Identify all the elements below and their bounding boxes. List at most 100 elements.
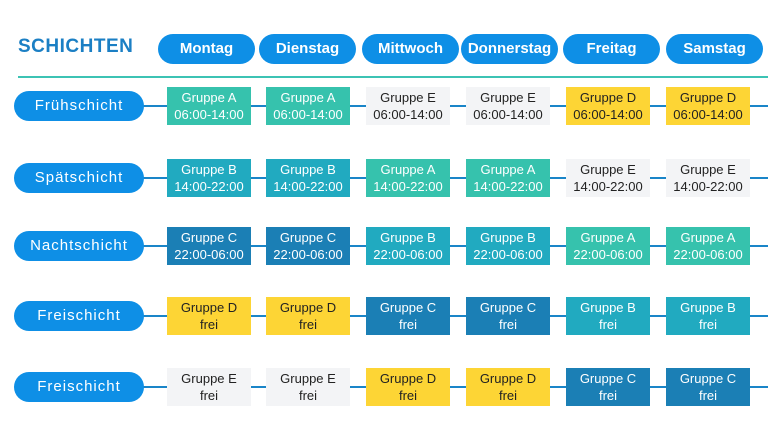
shift-cell: Gruppe B 14:00-22:00 xyxy=(266,159,350,197)
day-header-samstag: Samstag xyxy=(666,34,763,64)
day-header-montag: Montag xyxy=(158,34,255,64)
shift-time-label: 06:00-14:00 xyxy=(373,107,443,122)
shift-cell: Gruppe D frei xyxy=(466,368,550,406)
shift-cell: Gruppe E 14:00-22:00 xyxy=(666,159,750,197)
shift-cell: Gruppe B 14:00-22:00 xyxy=(167,159,251,197)
shift-group-label: Gruppe D xyxy=(479,371,537,386)
day-header-donnerstag: Donnerstag xyxy=(461,34,558,64)
shift-group-label: Gruppe B xyxy=(280,162,336,177)
shift-time-label: 14:00-22:00 xyxy=(573,179,643,194)
shift-cell: Gruppe E frei xyxy=(167,368,251,406)
shift-group-label: Gruppe E xyxy=(680,162,736,177)
shift-time-label: frei xyxy=(598,388,618,403)
row-label-4: Freischicht xyxy=(14,301,144,331)
shift-time-label: 22:00-06:00 xyxy=(174,247,244,262)
shift-time-label: 22:00-06:00 xyxy=(573,247,643,262)
shift-group-label: Gruppe E xyxy=(580,162,636,177)
shift-cell: Gruppe A 06:00-14:00 xyxy=(167,87,251,125)
shift-cell: Gruppe C 22:00-06:00 xyxy=(167,227,251,265)
shift-group-label: Gruppe D xyxy=(279,300,337,315)
shift-cell: Gruppe E 06:00-14:00 xyxy=(466,87,550,125)
shift-time-label: frei xyxy=(199,388,219,403)
shift-time-label: 06:00-14:00 xyxy=(473,107,543,122)
shift-cell: Gruppe B 22:00-06:00 xyxy=(466,227,550,265)
shift-group-label: Gruppe C xyxy=(279,230,337,245)
shift-time-label: frei xyxy=(398,317,418,332)
shift-group-label: Gruppe D xyxy=(579,90,637,105)
shift-time-label: 06:00-14:00 xyxy=(673,107,743,122)
shift-cell: Gruppe B frei xyxy=(666,297,750,335)
shift-cell: Gruppe B 22:00-06:00 xyxy=(366,227,450,265)
shift-time-label: 14:00-22:00 xyxy=(174,179,244,194)
shift-group-label: Gruppe E xyxy=(181,371,237,386)
shift-cell: Gruppe A 22:00-06:00 xyxy=(566,227,650,265)
shift-cell: Gruppe C 22:00-06:00 xyxy=(266,227,350,265)
shift-cell: Gruppe D frei xyxy=(266,297,350,335)
shift-time-label: 06:00-14:00 xyxy=(273,107,343,122)
shift-group-label: Gruppe C xyxy=(579,371,637,386)
shift-group-label: Gruppe B xyxy=(680,300,736,315)
page-title: SCHICHTEN xyxy=(18,36,134,57)
day-header-freitag: Freitag xyxy=(563,34,660,64)
day-header-mittwoch: Mittwoch xyxy=(362,34,459,64)
shift-group-label: Gruppe D xyxy=(379,371,437,386)
shift-time-label: frei xyxy=(698,317,718,332)
shift-time-label: 22:00-06:00 xyxy=(273,247,343,262)
shift-cell: Gruppe C frei xyxy=(466,297,550,335)
shift-group-label: Gruppe C xyxy=(379,300,437,315)
shift-group-label: Gruppe D xyxy=(679,90,737,105)
shift-group-label: Gruppe C xyxy=(479,300,537,315)
shift-cell: Gruppe E 14:00-22:00 xyxy=(566,159,650,197)
header-divider xyxy=(18,76,768,78)
shift-group-label: Gruppe B xyxy=(380,230,436,245)
shift-group-label: Gruppe B xyxy=(181,162,237,177)
shift-time-label: 22:00-06:00 xyxy=(373,247,443,262)
shift-cell: Gruppe A 06:00-14:00 xyxy=(266,87,350,125)
shift-group-label: Gruppe D xyxy=(180,300,238,315)
shift-cell: Gruppe E 06:00-14:00 xyxy=(366,87,450,125)
day-header-dienstag: Dienstag xyxy=(259,34,356,64)
shift-group-label: Gruppe B xyxy=(480,230,536,245)
shift-time-label: 06:00-14:00 xyxy=(174,107,244,122)
shift-time-label: 14:00-22:00 xyxy=(673,179,743,194)
shift-time-label: frei xyxy=(298,388,318,403)
row-label-5: Freischicht xyxy=(14,372,144,402)
shift-group-label: Gruppe E xyxy=(280,371,336,386)
shift-time-label: frei xyxy=(498,388,518,403)
shift-time-label: 14:00-22:00 xyxy=(473,179,543,194)
shift-cell: Gruppe D frei xyxy=(167,297,251,335)
shift-group-label: Gruppe E xyxy=(480,90,536,105)
shift-group-label: Gruppe A xyxy=(480,162,536,177)
shift-cell: Gruppe E frei xyxy=(266,368,350,406)
shift-cell: Gruppe A 22:00-06:00 xyxy=(666,227,750,265)
shift-time-label: frei xyxy=(498,317,518,332)
shift-cell: Gruppe B frei xyxy=(566,297,650,335)
shift-group-label: Gruppe A xyxy=(680,230,736,245)
shift-cell: Gruppe C frei xyxy=(666,368,750,406)
shift-cell: Gruppe C frei xyxy=(566,368,650,406)
shift-time-label: frei xyxy=(199,317,219,332)
row-label-2: Spätschicht xyxy=(14,163,144,193)
shift-group-label: Gruppe A xyxy=(580,230,636,245)
shift-time-label: 22:00-06:00 xyxy=(673,247,743,262)
shift-time-label: 14:00-22:00 xyxy=(273,179,343,194)
shift-time-label: 14:00-22:00 xyxy=(373,179,443,194)
shift-time-label: frei xyxy=(598,317,618,332)
shift-group-label: Gruppe C xyxy=(679,371,737,386)
shift-group-label: Gruppe A xyxy=(181,90,237,105)
shift-time-label: frei xyxy=(698,388,718,403)
shift-group-label: Gruppe B xyxy=(580,300,636,315)
row-label-3: Nachtschicht xyxy=(14,231,144,261)
shift-time-label: 22:00-06:00 xyxy=(473,247,543,262)
shift-cell: Gruppe D 06:00-14:00 xyxy=(566,87,650,125)
shift-group-label: Gruppe A xyxy=(280,90,336,105)
shift-cell: Gruppe A 14:00-22:00 xyxy=(466,159,550,197)
shift-group-label: Gruppe E xyxy=(380,90,436,105)
shift-cell: Gruppe C frei xyxy=(366,297,450,335)
shift-group-label: Gruppe C xyxy=(180,230,238,245)
shift-time-label: 06:00-14:00 xyxy=(573,107,643,122)
row-label-1: Frühschicht xyxy=(14,91,144,121)
shift-time-label: frei xyxy=(298,317,318,332)
